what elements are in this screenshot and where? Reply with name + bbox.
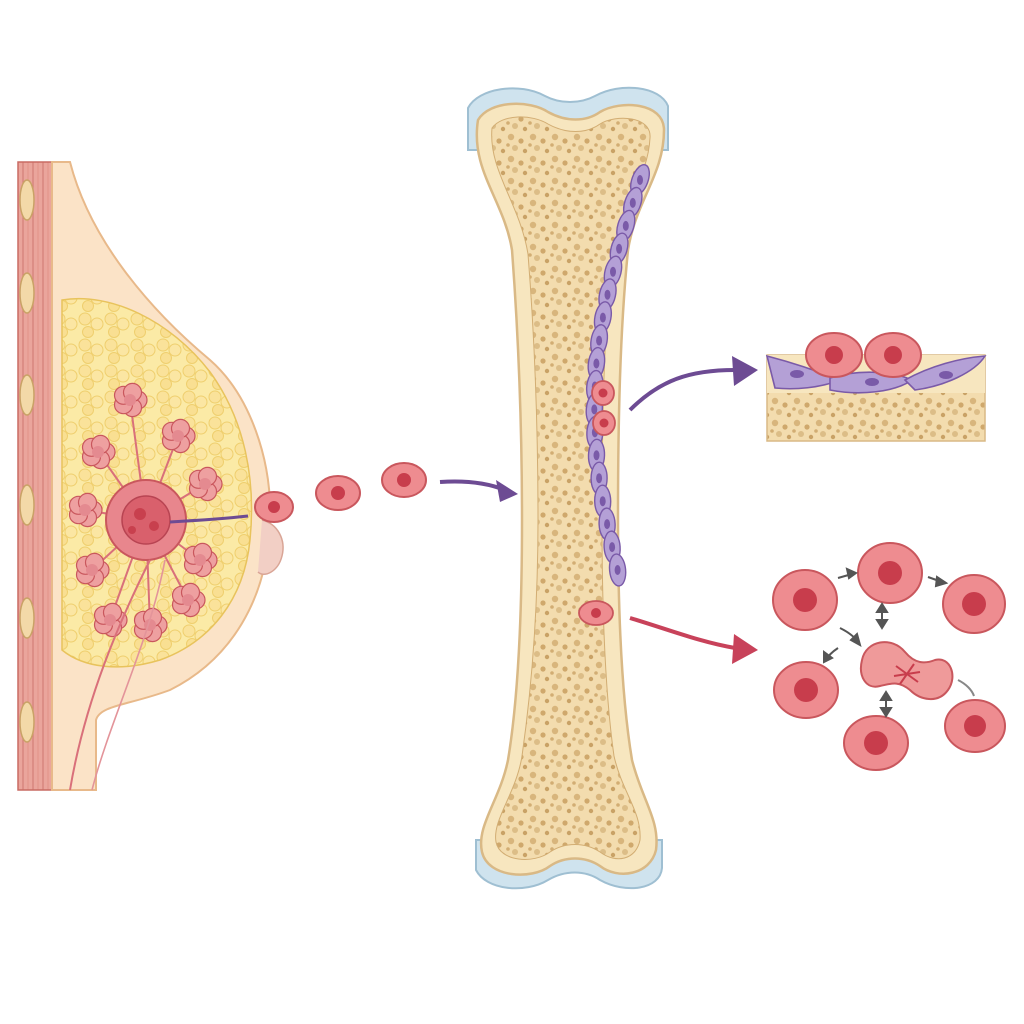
- nipple: [257, 519, 284, 576]
- bone-marrow: [491, 116, 651, 860]
- niche-cell-nucleus: [616, 243, 623, 254]
- dividing-cell: [860, 641, 954, 700]
- chest-muscle: [17, 161, 53, 791]
- dormant-cells-in-niche: [591, 380, 616, 436]
- niche-cell-nucleus: [596, 473, 603, 484]
- lobule: [113, 382, 148, 418]
- blood-vessel: [69, 559, 151, 791]
- breast-section: [17, 161, 284, 791]
- circulating-tumor-cells: [254, 462, 427, 523]
- marrow-tumor-cell: [578, 600, 614, 626]
- arrow-to-proliferation: [629, 616, 758, 664]
- dormant-tumor-cell-1: [805, 332, 863, 378]
- arrow-to-dormancy: [628, 356, 758, 412]
- long-bone: [467, 86, 669, 890]
- dormant-tumor-cell-2: [864, 332, 922, 378]
- movement-arrows: [823, 567, 975, 718]
- niche-cell-nucleus: [609, 542, 616, 553]
- niche-cell-nucleus: [593, 358, 600, 369]
- niche-cell-nucleus: [593, 450, 600, 461]
- prolif-cell-1: [772, 569, 838, 631]
- niche-cell-nucleus: [599, 496, 606, 507]
- lobule: [188, 466, 223, 502]
- niche-cell-nucleus: [614, 565, 621, 575]
- lobule: [171, 582, 206, 618]
- prolif-cell-4: [773, 661, 839, 719]
- lobule: [68, 492, 103, 528]
- ctc-3: [381, 462, 427, 498]
- niche-cell-nucleus: [629, 197, 636, 208]
- niche-cell-nucleus: [591, 404, 598, 415]
- blood-vessel-2: [91, 559, 166, 791]
- rib-markers: [19, 179, 35, 743]
- prolif-cell-2: [857, 542, 923, 604]
- arrow-to-bone: [439, 479, 518, 502]
- niche-cell-nucleus: [622, 220, 629, 231]
- prolif-cell-3: [942, 574, 1006, 634]
- niche-cell-nucleus: [604, 519, 611, 530]
- prolif-cell-6: [944, 699, 1006, 753]
- niche-cell-nucleus: [637, 175, 643, 185]
- lobule: [161, 418, 196, 454]
- niche-cell-nucleus: [610, 266, 616, 277]
- lobule: [81, 434, 116, 470]
- proliferating-cluster: [772, 542, 1006, 771]
- lobule: [183, 542, 218, 578]
- primary-tumor: [105, 479, 187, 561]
- lobule: [75, 552, 110, 588]
- lobule: [133, 607, 168, 643]
- niche-cell-nucleus: [596, 335, 603, 346]
- lobule: [93, 602, 128, 638]
- niche-cell-nucleus: [604, 289, 611, 300]
- tumor-vessel: [169, 514, 249, 524]
- ctc-1: [254, 491, 294, 523]
- ctc-2: [315, 475, 361, 511]
- dormant-niche-inset: [765, 332, 987, 442]
- niche-cell-nucleus: [599, 312, 606, 323]
- prolif-cell-5: [843, 715, 909, 771]
